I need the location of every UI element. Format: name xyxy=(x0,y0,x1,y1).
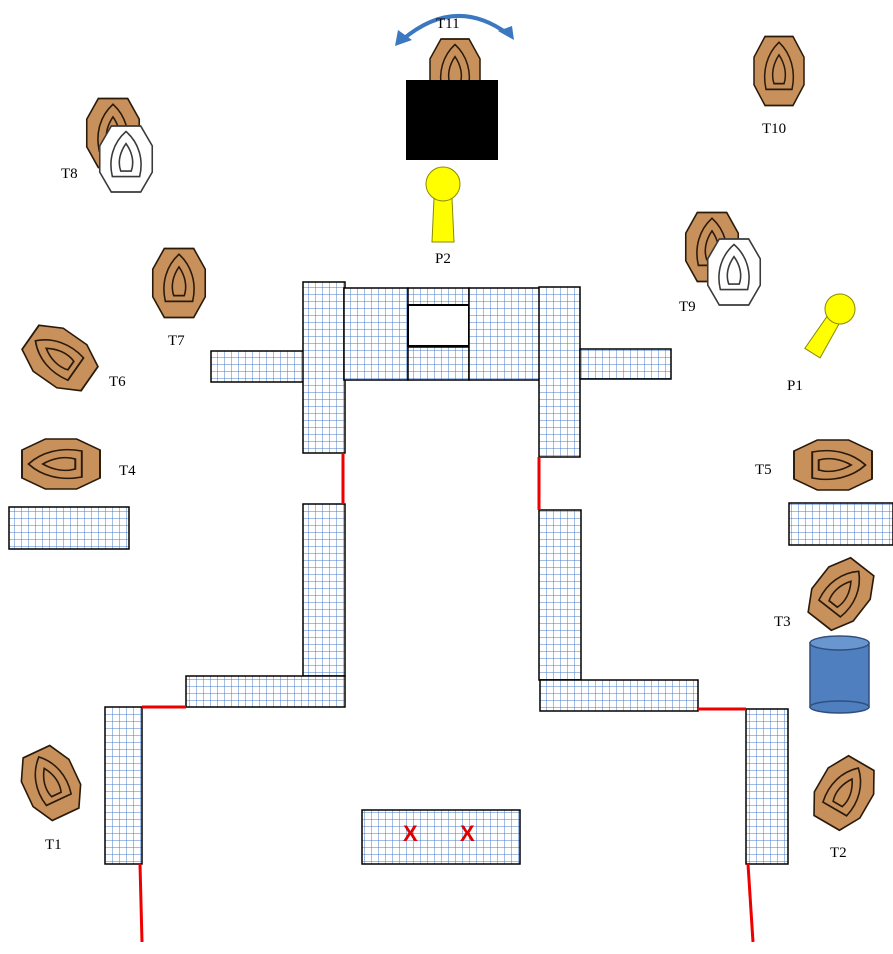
paper-target-icon xyxy=(753,35,805,107)
barrel-icon xyxy=(809,635,870,714)
target-label-t7: T7 xyxy=(168,333,185,349)
x-mark-icon: X xyxy=(460,821,475,846)
wall-panel xyxy=(210,350,305,383)
target-label-t2: T2 xyxy=(830,845,847,861)
paper-target-icon xyxy=(151,247,207,319)
target-label-t1: T1 xyxy=(45,837,62,853)
x-mark-icon: X xyxy=(403,821,418,846)
no-shoot-icon xyxy=(98,125,154,193)
paper-target-icon xyxy=(798,549,884,639)
target-label-t5: T5 xyxy=(755,462,772,478)
no-shoot-icon xyxy=(706,238,762,306)
start-table xyxy=(361,809,521,865)
wall-panel xyxy=(468,287,541,381)
paper-target-icon xyxy=(11,739,91,827)
popper-label-p1: P1 xyxy=(787,378,803,394)
wall-panel xyxy=(185,675,346,708)
paper-target-icon xyxy=(793,439,873,491)
arrow-head xyxy=(498,26,514,40)
swinger-block xyxy=(406,80,498,160)
wall-panel xyxy=(407,346,470,381)
arrow-head xyxy=(395,30,412,46)
target-label-t8: T8 xyxy=(61,166,78,182)
target-label-t10: T10 xyxy=(762,121,786,137)
wall-panel xyxy=(539,679,699,712)
wall-panel xyxy=(302,281,346,454)
wall-panel xyxy=(407,287,470,306)
popper-label-p2: P2 xyxy=(435,251,451,267)
paper-target-icon xyxy=(21,438,101,490)
wall-panel xyxy=(8,506,130,550)
target-label-t11: T11 xyxy=(436,16,460,32)
wall-panel xyxy=(343,287,409,381)
target-label-t4: T4 xyxy=(119,463,136,479)
fault-lines xyxy=(138,453,755,943)
swinger-arrow-icon xyxy=(400,14,510,42)
paper-target-icon xyxy=(803,749,885,837)
wall-panel xyxy=(788,502,893,546)
wall-panel xyxy=(104,706,143,865)
wall-panel xyxy=(538,509,582,681)
target-label-t9: T9 xyxy=(679,299,696,315)
wall-panel xyxy=(579,348,672,380)
wall-panel xyxy=(538,286,581,458)
paper-target-icon xyxy=(14,314,106,402)
popper-icon xyxy=(425,166,461,243)
walls xyxy=(8,281,893,865)
popper-icon xyxy=(804,293,856,359)
swinger-target-t11 xyxy=(395,14,514,160)
target-label-t6: T6 xyxy=(109,374,126,390)
fault-line xyxy=(138,863,144,943)
target-label-t3: T3 xyxy=(774,614,791,630)
fault-line xyxy=(746,863,755,943)
wall-panel xyxy=(745,708,789,865)
window-opening xyxy=(407,304,470,347)
wall-panel xyxy=(302,503,346,677)
